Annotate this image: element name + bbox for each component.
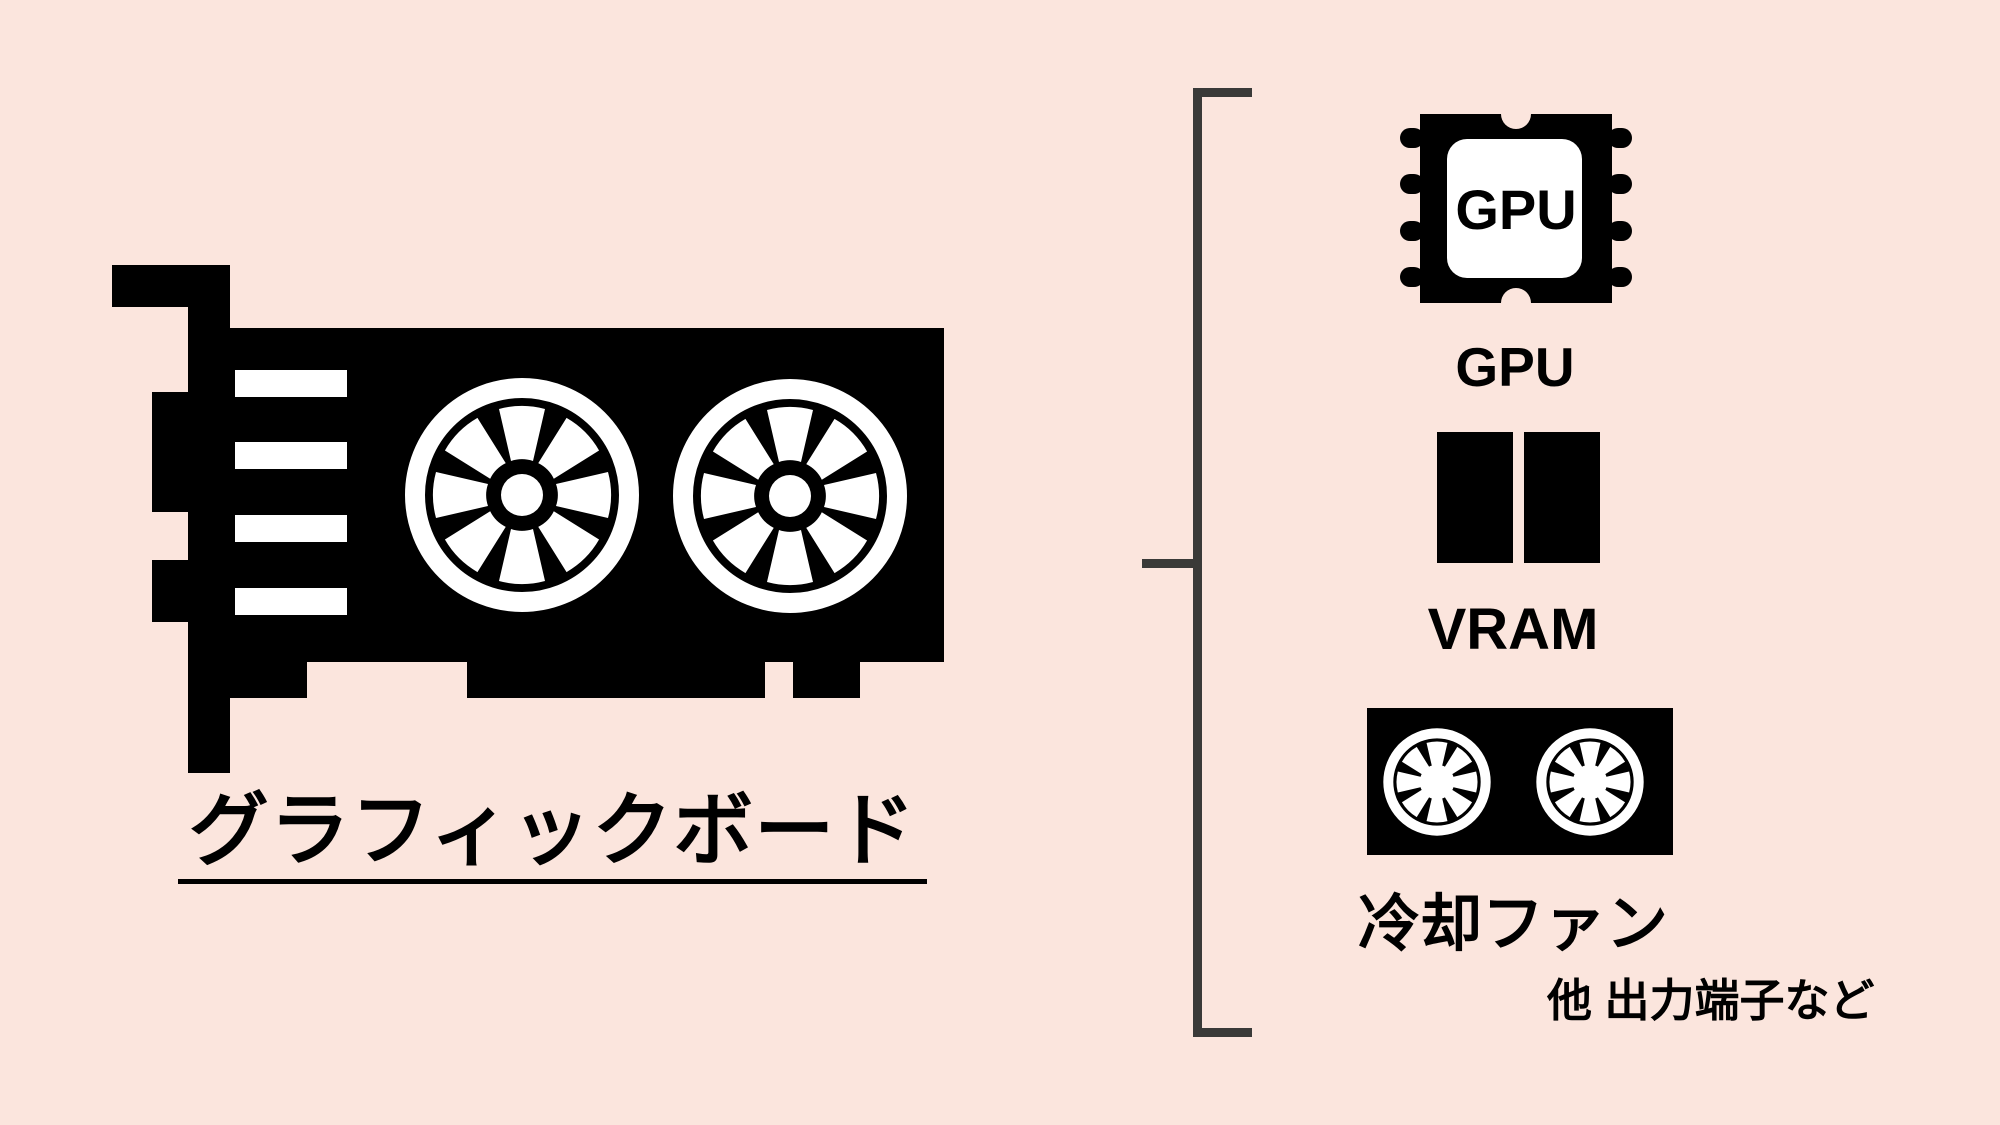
bracket-vent-slots <box>235 370 347 615</box>
page-title: グラフィックボード <box>178 789 927 884</box>
cooling-fan-icon <box>1367 708 1673 855</box>
gpu-chip-text: GPU <box>1455 178 1576 241</box>
card-fan-left-icon <box>415 388 629 602</box>
card-fan-right-icon <box>683 389 897 603</box>
vram-modules-icon <box>1437 432 1600 563</box>
components-bracket <box>1142 88 1252 1037</box>
cooling-fan-label: 冷却ファン <box>1357 890 1668 959</box>
vram-label: VRAM <box>1427 597 1599 662</box>
gpu-label: GPU <box>1455 336 1575 398</box>
gpu-chip-icon: GPU <box>1400 99 1632 318</box>
graphics-card-icon <box>112 265 944 773</box>
other-components-label: 他 出力端子など <box>1547 975 1875 1026</box>
